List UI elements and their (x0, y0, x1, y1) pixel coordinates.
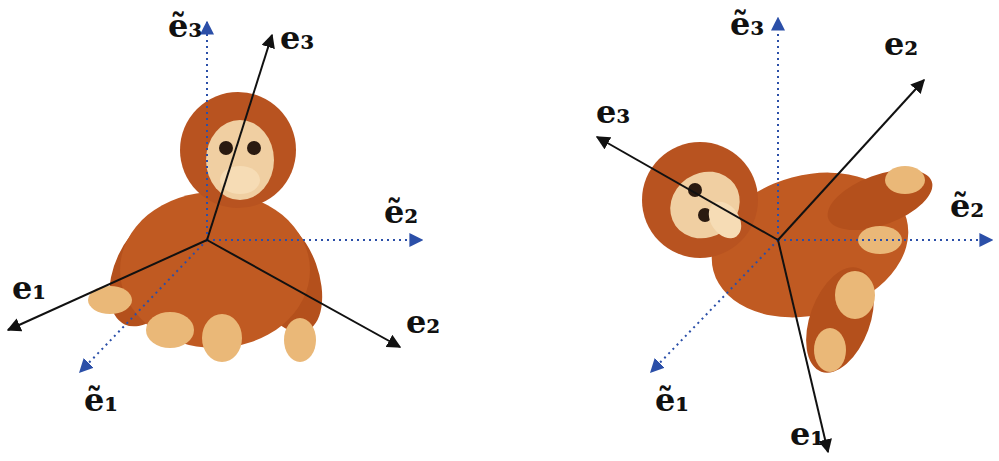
axis-label: ẽ₁ (84, 384, 118, 416)
axes-left (8, 22, 422, 372)
plush-left (88, 92, 337, 362)
axis-label: e₂ (406, 306, 440, 338)
axis-label: ẽ₃ (168, 10, 202, 42)
axis-label: e₂ (884, 28, 918, 60)
axis-label: e₃ (280, 22, 314, 54)
axis-label: e₁ (12, 272, 46, 304)
plush-right (642, 142, 940, 382)
axis-label: ẽ₂ (950, 190, 984, 222)
axis-label: e₃ (596, 96, 630, 128)
axis-label: e₁ (790, 418, 824, 450)
axis-label: ẽ₁ (655, 384, 689, 416)
axis-label: ẽ₃ (730, 8, 764, 40)
axes-right (597, 18, 992, 452)
axis-label: ẽ₂ (384, 196, 418, 228)
